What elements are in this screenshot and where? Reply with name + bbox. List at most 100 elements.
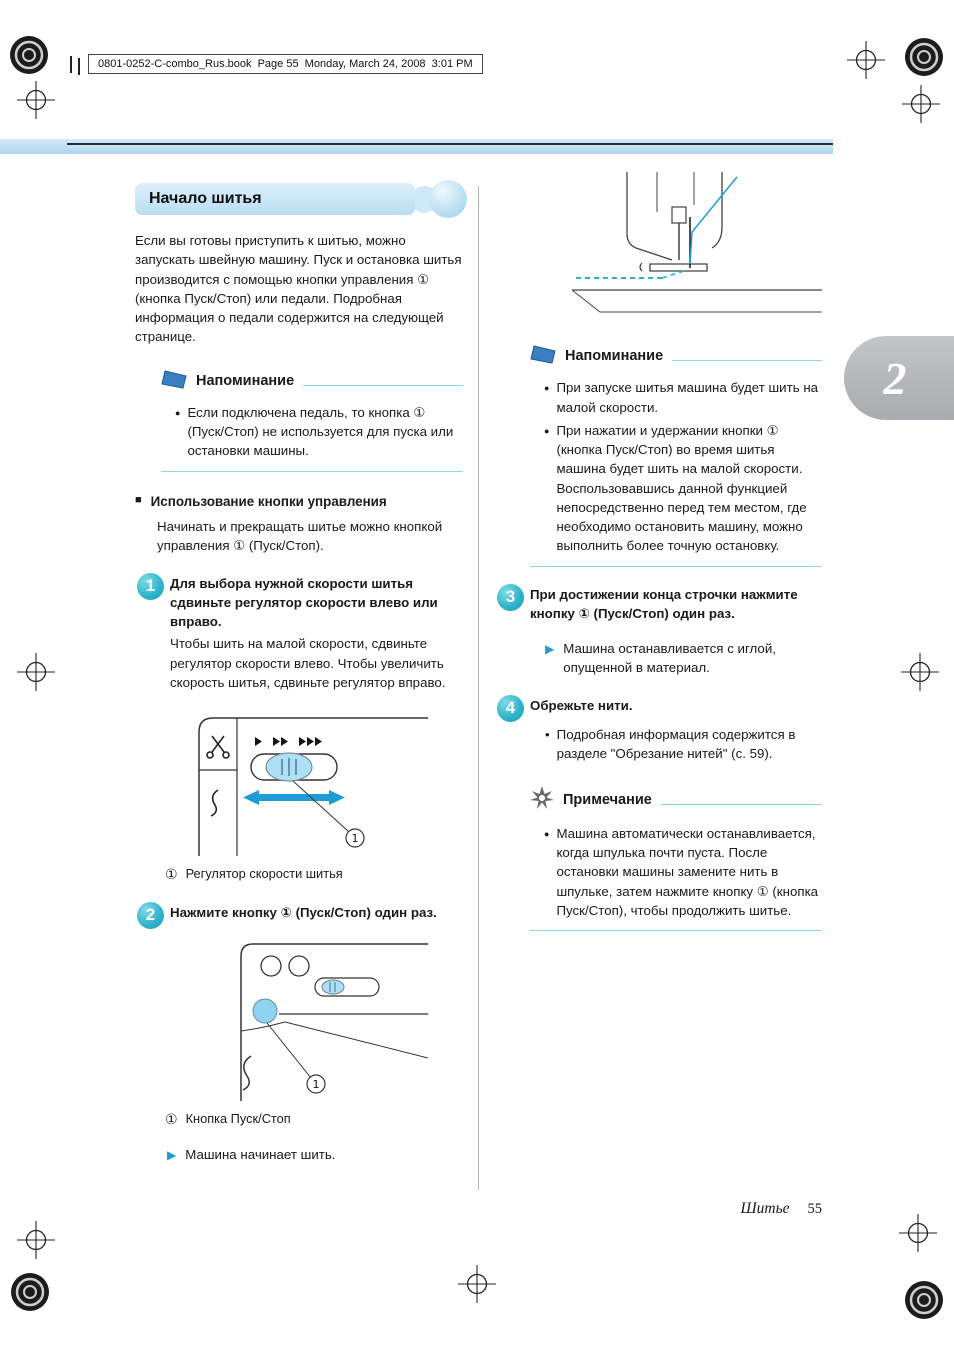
result-line: ▶ Машина начинает шить. [167, 1145, 463, 1164]
step-detail: Чтобы шить на малой скорости, сдвиньте р… [170, 636, 446, 690]
page-footer: Шитье 55 [530, 1200, 822, 1218]
print-header: 0801-0252-C-combo_Rus.book Page 55 Monda… [88, 54, 483, 74]
list-item-text: Если подключена педаль, то кнопка ① (Пус… [187, 404, 454, 459]
note-title: Примечание [563, 791, 652, 808]
callout-circle [306, 1074, 326, 1094]
registration-crosshair-icon [16, 1220, 56, 1265]
dot-icon: • [545, 726, 550, 742]
thread-hook [242, 1055, 252, 1091]
subsection-body: Начинать и прекращать шитье можно кнопко… [157, 519, 443, 554]
fold-tick [78, 58, 80, 75]
callout-number: 1 [313, 1078, 320, 1091]
figure-needle-area [571, 172, 822, 322]
subsection-heading: ■ Использование кнопки управления [135, 492, 463, 511]
bullet-icon: ● [175, 407, 181, 418]
result-text: Машина начинает шить. [185, 1147, 336, 1163]
result-line: ▶ Машина останавливается с иглой, опущен… [545, 639, 822, 678]
reminder-title: Напоминание [196, 372, 295, 389]
callout-number: 1 [352, 832, 359, 845]
note-block: Примечание ● Машина автоматически остана… [530, 785, 822, 932]
fold-tick [70, 56, 72, 73]
step-instruction: При достижении конца строчки нажмите кно… [530, 586, 798, 621]
presser-foot [649, 263, 708, 272]
registration-crosshair-icon [16, 652, 56, 697]
result-text: Машина останавливается с иглой, опущенно… [563, 641, 776, 676]
section-rule [530, 565, 822, 567]
bullet-icon: ● [544, 828, 550, 839]
reminder-title: Напоминание [565, 348, 664, 365]
memo-flag-icon [530, 344, 556, 369]
square-marker-icon: ■ [135, 494, 142, 507]
registration-crosshair-icon [846, 40, 886, 85]
step-3: 3 При достижении конца строчки нажмите к… [497, 583, 822, 624]
registration-crosshair-icon [901, 84, 941, 129]
registration-target-icon [8, 34, 50, 81]
step-number-badge: 1 [137, 572, 164, 600]
heading-rule [672, 360, 822, 362]
registration-target-icon [903, 36, 945, 83]
top-band-rule [67, 143, 833, 145]
step-number-badge: 4 [497, 694, 524, 722]
figure-caption-text: Регулятор скорости шитья [185, 866, 343, 882]
step-number-badge: 2 [137, 901, 164, 929]
page-title-text: Начало шитья [149, 190, 262, 208]
registration-crosshair-icon [16, 80, 56, 125]
start-stop-button [252, 998, 278, 1024]
note-sparkle-icon [530, 785, 554, 815]
step-instruction: Для выбора нужной скорости шитья сдвиньт… [170, 575, 438, 630]
list-item: ● При нажатии и удержании кнопки ① (кноп… [544, 421, 822, 556]
scissors-icon [206, 735, 230, 760]
page-title: Начало шитья [135, 183, 415, 215]
column-divider [478, 186, 479, 1190]
note-heading: Примечание [530, 785, 822, 815]
figure-caption: ① Регулятор скорости шитья [165, 864, 463, 884]
subsection-title: Использование кнопки управления [150, 493, 387, 509]
list-item: ● При запуске шитья машина будет шить на… [544, 378, 822, 417]
callout-number-icon: ① [165, 1110, 178, 1127]
registration-crosshair-icon [900, 652, 940, 697]
step-instruction: Нажмите кнопку ① (Пуск/Стоп) один раз. [170, 904, 437, 920]
memo-flag-icon [161, 369, 187, 394]
list-item: ● Если подключена педаль, то кнопка ① (П… [175, 403, 463, 461]
top-band [0, 139, 833, 154]
note-line-text: Подробная информация содержится в раздел… [556, 726, 796, 762]
print-header-text: 0801-0252-C-combo_Rus.book Page 55 Monda… [98, 58, 473, 70]
bullet-icon: ● [544, 383, 550, 394]
list-item-text: Машина автоматически останавливается, ко… [556, 825, 819, 918]
figure-start-stop-button: 1 [193, 936, 463, 1101]
intro-paragraph: Если вы готовы приступить к шитью, можно… [135, 233, 462, 345]
thread [689, 176, 738, 265]
registration-crosshair-icon [898, 1213, 938, 1258]
list-item-text: При запуске шитья машина будет шить на м… [556, 380, 819, 415]
step-2: 2 Нажмите кнопку ① (Пуск/Стоп) один раз. [135, 901, 463, 929]
heading-rule [660, 803, 822, 805]
speed-arrows-icon [255, 737, 322, 747]
step-1: 1 Для выбора нужной скорости шитья сдвин… [135, 572, 463, 693]
footer-page-number: 55 [807, 1201, 823, 1217]
registration-target-icon [903, 1279, 945, 1326]
chapter-number: 2 [883, 352, 907, 404]
step-4: 4 Обрежьте нити. [497, 694, 822, 722]
registration-crosshair-icon [457, 1264, 497, 1309]
section-title-box: Начало шитья [135, 180, 467, 218]
double-arrow-icon [243, 790, 345, 806]
thread-cutter-icon [210, 789, 219, 817]
step-number-badge: 3 [497, 583, 524, 611]
step-instruction: Обрежьте нити. [530, 697, 633, 713]
callout-circle [345, 828, 365, 848]
subsection: ■ Использование кнопки управления Начина… [135, 492, 463, 556]
result-arrow-icon: ▶ [167, 1148, 177, 1163]
callout-number-icon: ① [165, 866, 178, 883]
figure-caption-text: Кнопка Пуск/Стоп [185, 1110, 291, 1126]
section-rule [161, 470, 463, 472]
reminder-block: Напоминание ● Если подключена педаль, то… [161, 369, 463, 472]
left-column: Начало шитья Если вы готовы приступить к… [135, 180, 467, 1164]
section-rule [530, 930, 822, 932]
registration-target-icon [9, 1271, 51, 1318]
list-item-text: При нажатии и удержании кнопки ① (кнопка… [556, 422, 807, 554]
right-column: Напоминание ● При запуске шитья машина б… [497, 172, 822, 932]
chapter-tab: 2 [844, 336, 954, 420]
reminder-heading: Напоминание [530, 344, 822, 369]
list-item: ● Машина автоматически останавливается, … [544, 824, 822, 920]
